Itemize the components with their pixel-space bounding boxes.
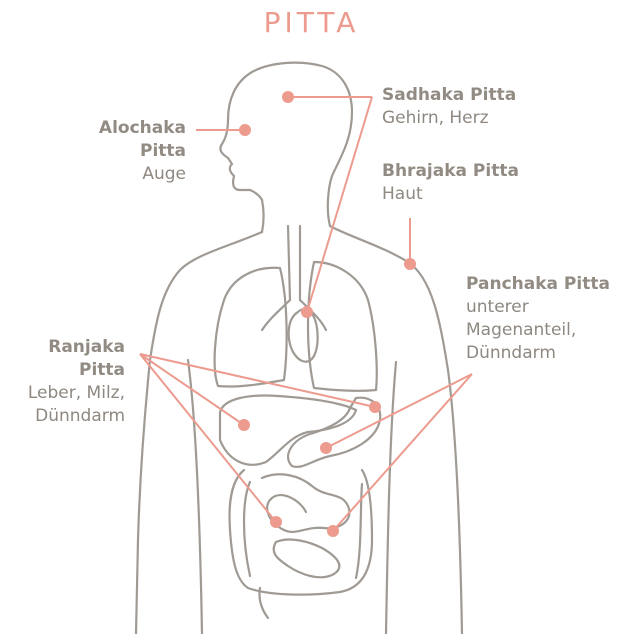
head-outline xyxy=(220,63,352,226)
right-lung xyxy=(308,262,377,391)
panchaka-dot-stomach xyxy=(320,442,332,454)
alochaka-name-1: Alochaka xyxy=(99,117,186,140)
alochaka-name-2: Pitta xyxy=(99,140,186,163)
label-sadhaka: Sadhaka Pitta Gehirn, Herz xyxy=(382,84,516,130)
label-ranjaka: Ranjaka Pitta Leber, Milz, Dünndarm xyxy=(28,336,125,428)
bhrajaka-dot-skin xyxy=(404,258,416,270)
sadhaka-leader-heart xyxy=(307,97,372,312)
ranjaka-name-2: Pitta xyxy=(28,359,125,382)
panchaka-desc-3: Dünndarm xyxy=(466,342,610,365)
sadhaka-name: Sadhaka Pitta xyxy=(382,84,516,107)
label-alochaka: Alochaka Pitta Auge xyxy=(99,117,186,186)
panchaka-dot-intestine xyxy=(327,525,339,537)
right-torso-line xyxy=(386,362,396,634)
stomach xyxy=(288,398,380,467)
right-arm-outline xyxy=(330,226,462,634)
bhrajaka-name: Bhrajaka Pitta xyxy=(382,160,519,183)
sadhaka-dot-heart xyxy=(301,306,313,318)
sadhaka-desc: Gehirn, Herz xyxy=(382,107,516,130)
ranjaka-dot-liver xyxy=(238,419,250,431)
bhrajaka-desc: Haut xyxy=(382,183,519,206)
left-arm-outline xyxy=(136,232,262,634)
alochaka-dot-eye xyxy=(239,124,251,136)
ranjaka-leader-liver xyxy=(140,354,244,425)
neck-outline xyxy=(262,200,264,232)
ranjaka-desc-2: Dünndarm xyxy=(28,405,125,428)
ranjaka-dot-spleen xyxy=(369,401,381,413)
panchaka-name: Panchaka Pitta xyxy=(466,273,610,296)
left-lung xyxy=(215,268,287,387)
panchaka-desc-1: unterer xyxy=(466,296,610,319)
heart xyxy=(289,309,318,361)
panchaka-desc-2: Magenanteil, xyxy=(466,319,610,342)
left-torso-line xyxy=(188,360,202,634)
ranjaka-name-1: Ranjaka xyxy=(28,336,125,359)
label-panchaka: Panchaka Pitta unterer Magenanteil, Dünn… xyxy=(466,273,610,365)
trachea xyxy=(288,226,300,300)
panchaka-leader-intestine xyxy=(333,374,472,531)
label-bhrajaka: Bhrajaka Pitta Haut xyxy=(382,160,519,206)
ranjaka-desc-1: Leber, Milz, xyxy=(28,382,125,405)
ranjaka-dot-intestine xyxy=(270,516,282,528)
alochaka-desc: Auge xyxy=(99,163,186,186)
sadhaka-dot-brain xyxy=(282,91,294,103)
